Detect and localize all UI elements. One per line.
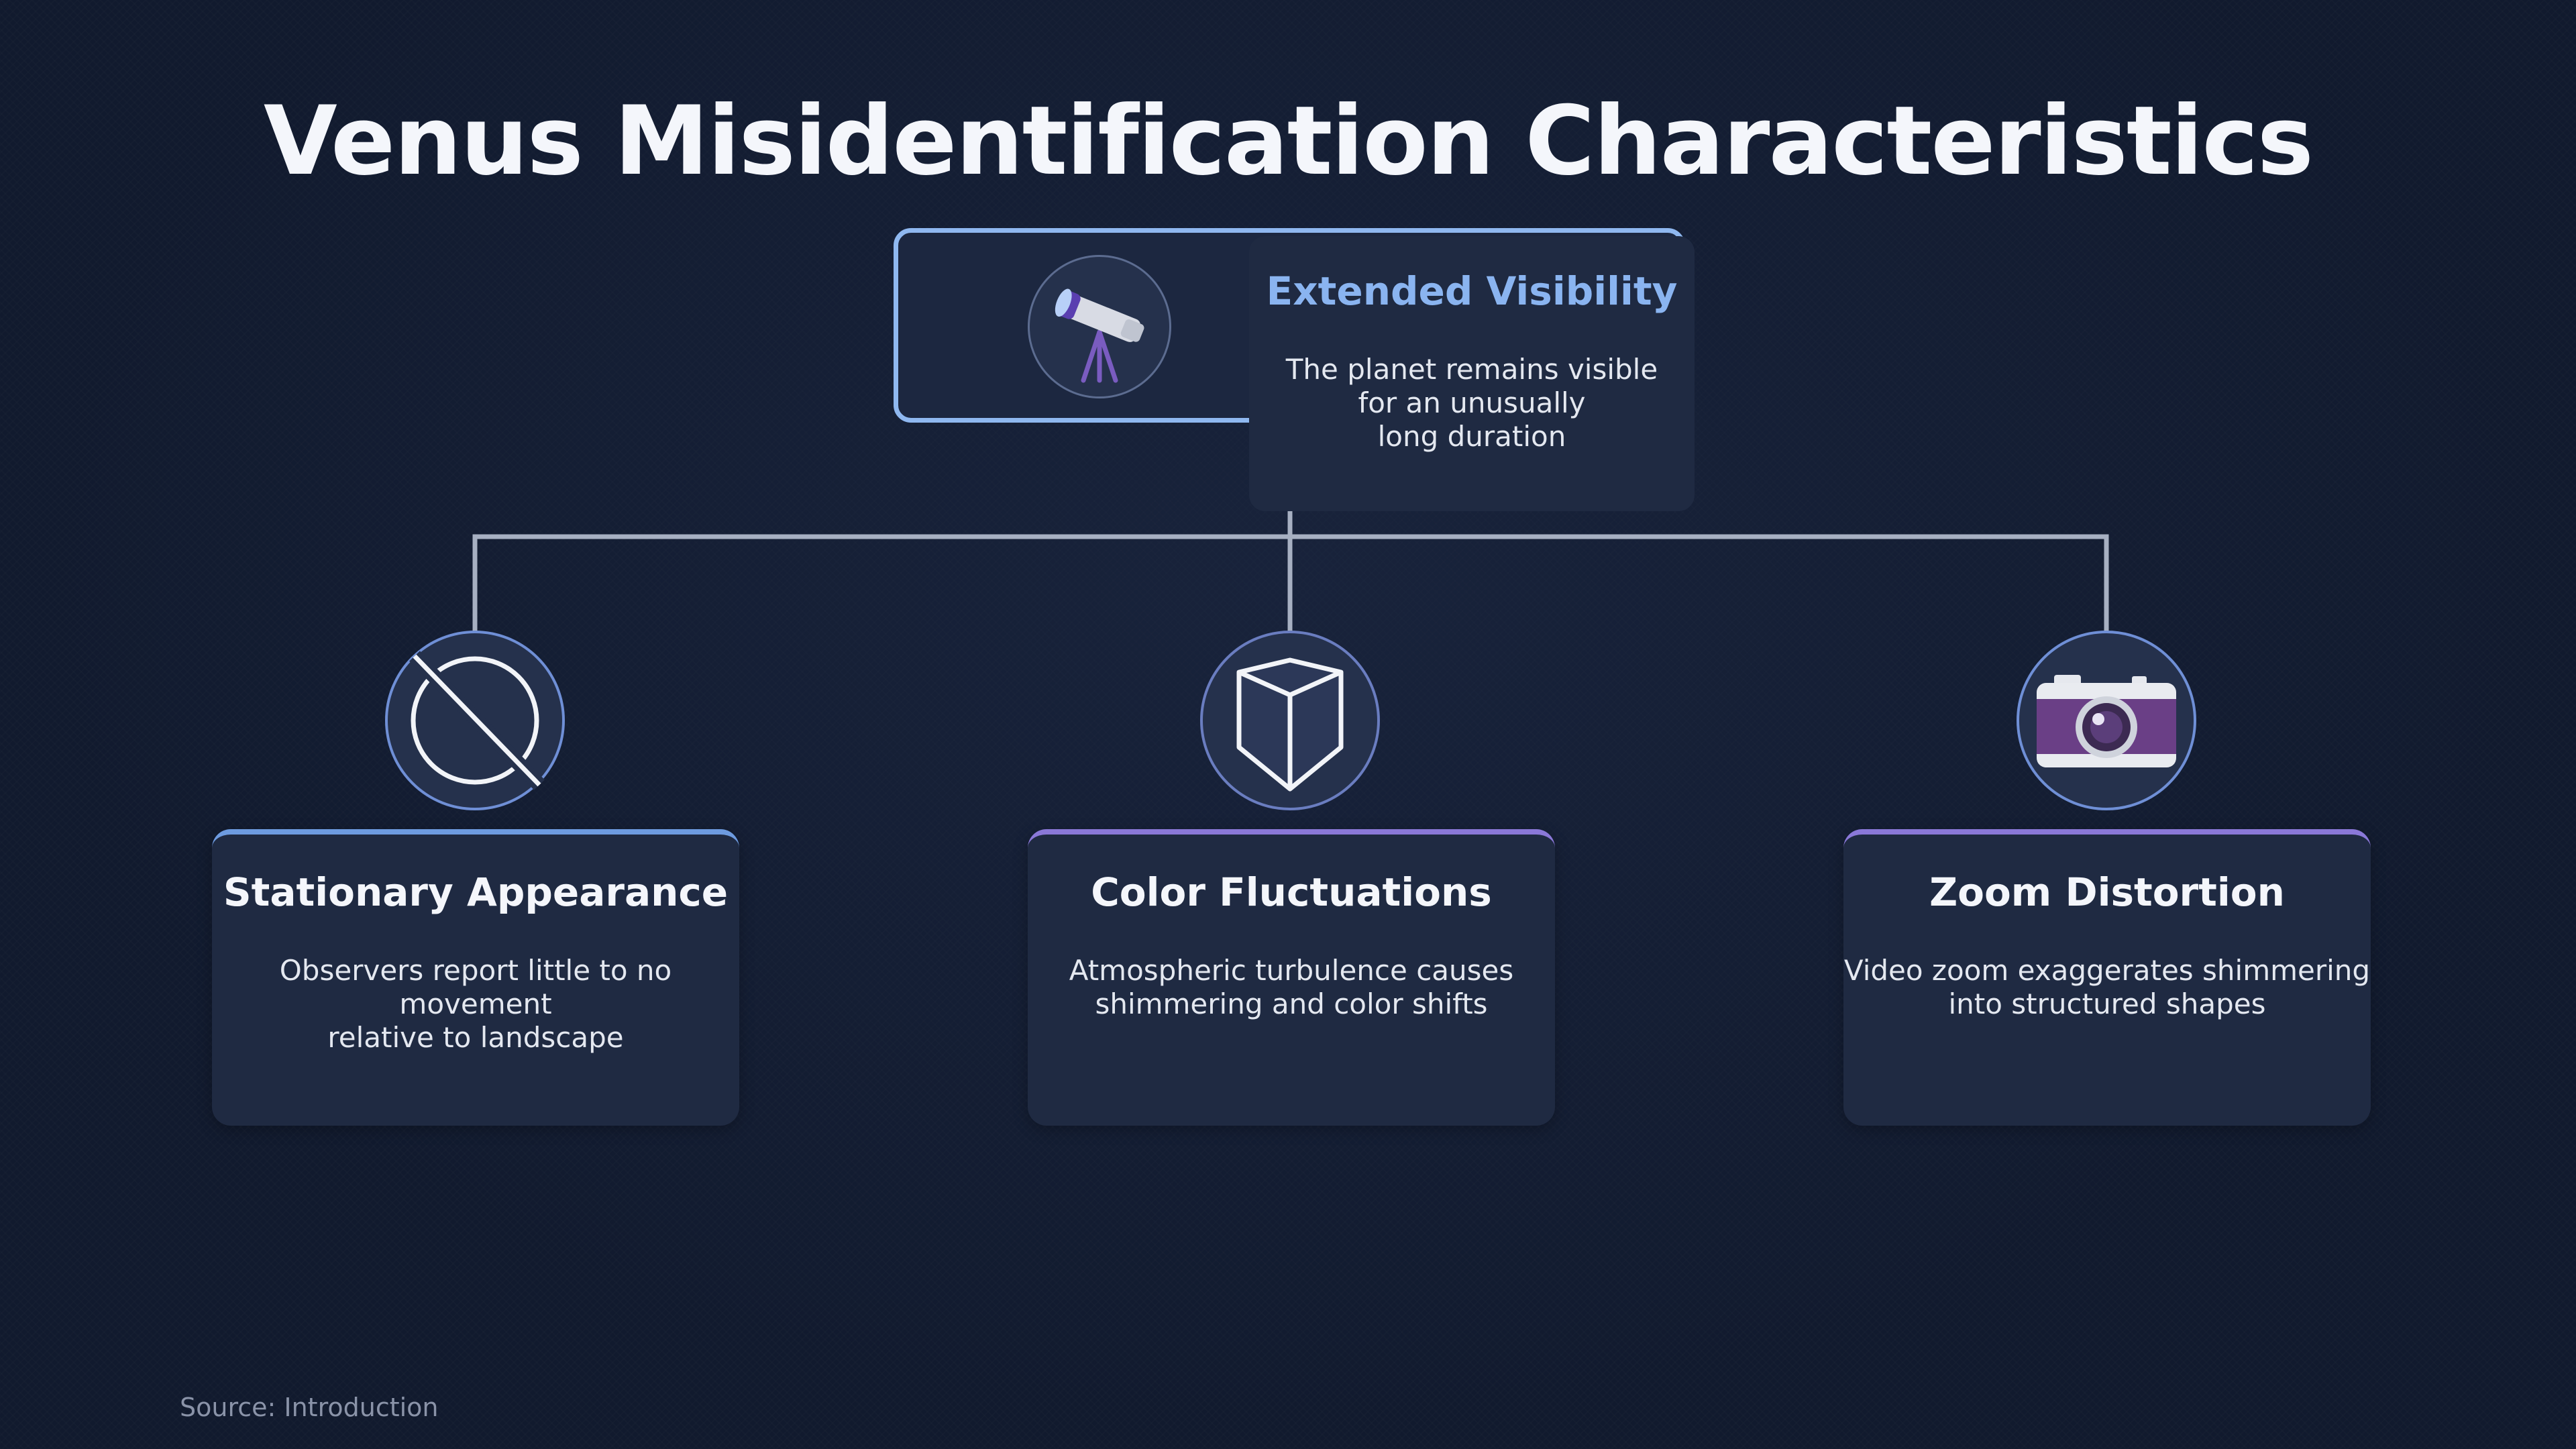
page-title: Venus Misidentification Characteristics (263, 86, 2314, 197)
node-description: Atmospheric turbulence causes shimmering… (1069, 954, 1514, 1020)
telescope-icon (1028, 255, 1171, 398)
top-node-description: The planet remains visible for an unusua… (1285, 353, 1658, 453)
node-heading: Color Fluctuations (1091, 869, 1492, 915)
prism-icon (1200, 631, 1380, 810)
no-motion-icon (385, 631, 565, 810)
node-heading: Stationary Appearance (223, 869, 729, 915)
source-note: Source: Introduction (180, 1393, 439, 1422)
top-node-heading: Extended Visibility (1266, 268, 1678, 314)
node-description: Video zoom exaggerates shimmering into s… (1843, 954, 2371, 1020)
top-node-text-panel (1249, 236, 1695, 511)
node-card-color: Color Fluctuations Atmospheric turbulenc… (1028, 829, 1555, 1126)
node-description: Observers report little to no movement r… (279, 954, 672, 1054)
node-card-stationary: Stationary Appearance Observers report l… (212, 829, 739, 1126)
node-card-zoom: Zoom Distortion Video zoom exaggerates s… (1843, 829, 2371, 1126)
camera-icon (2017, 631, 2196, 810)
node-heading: Zoom Distortion (1929, 869, 2285, 915)
